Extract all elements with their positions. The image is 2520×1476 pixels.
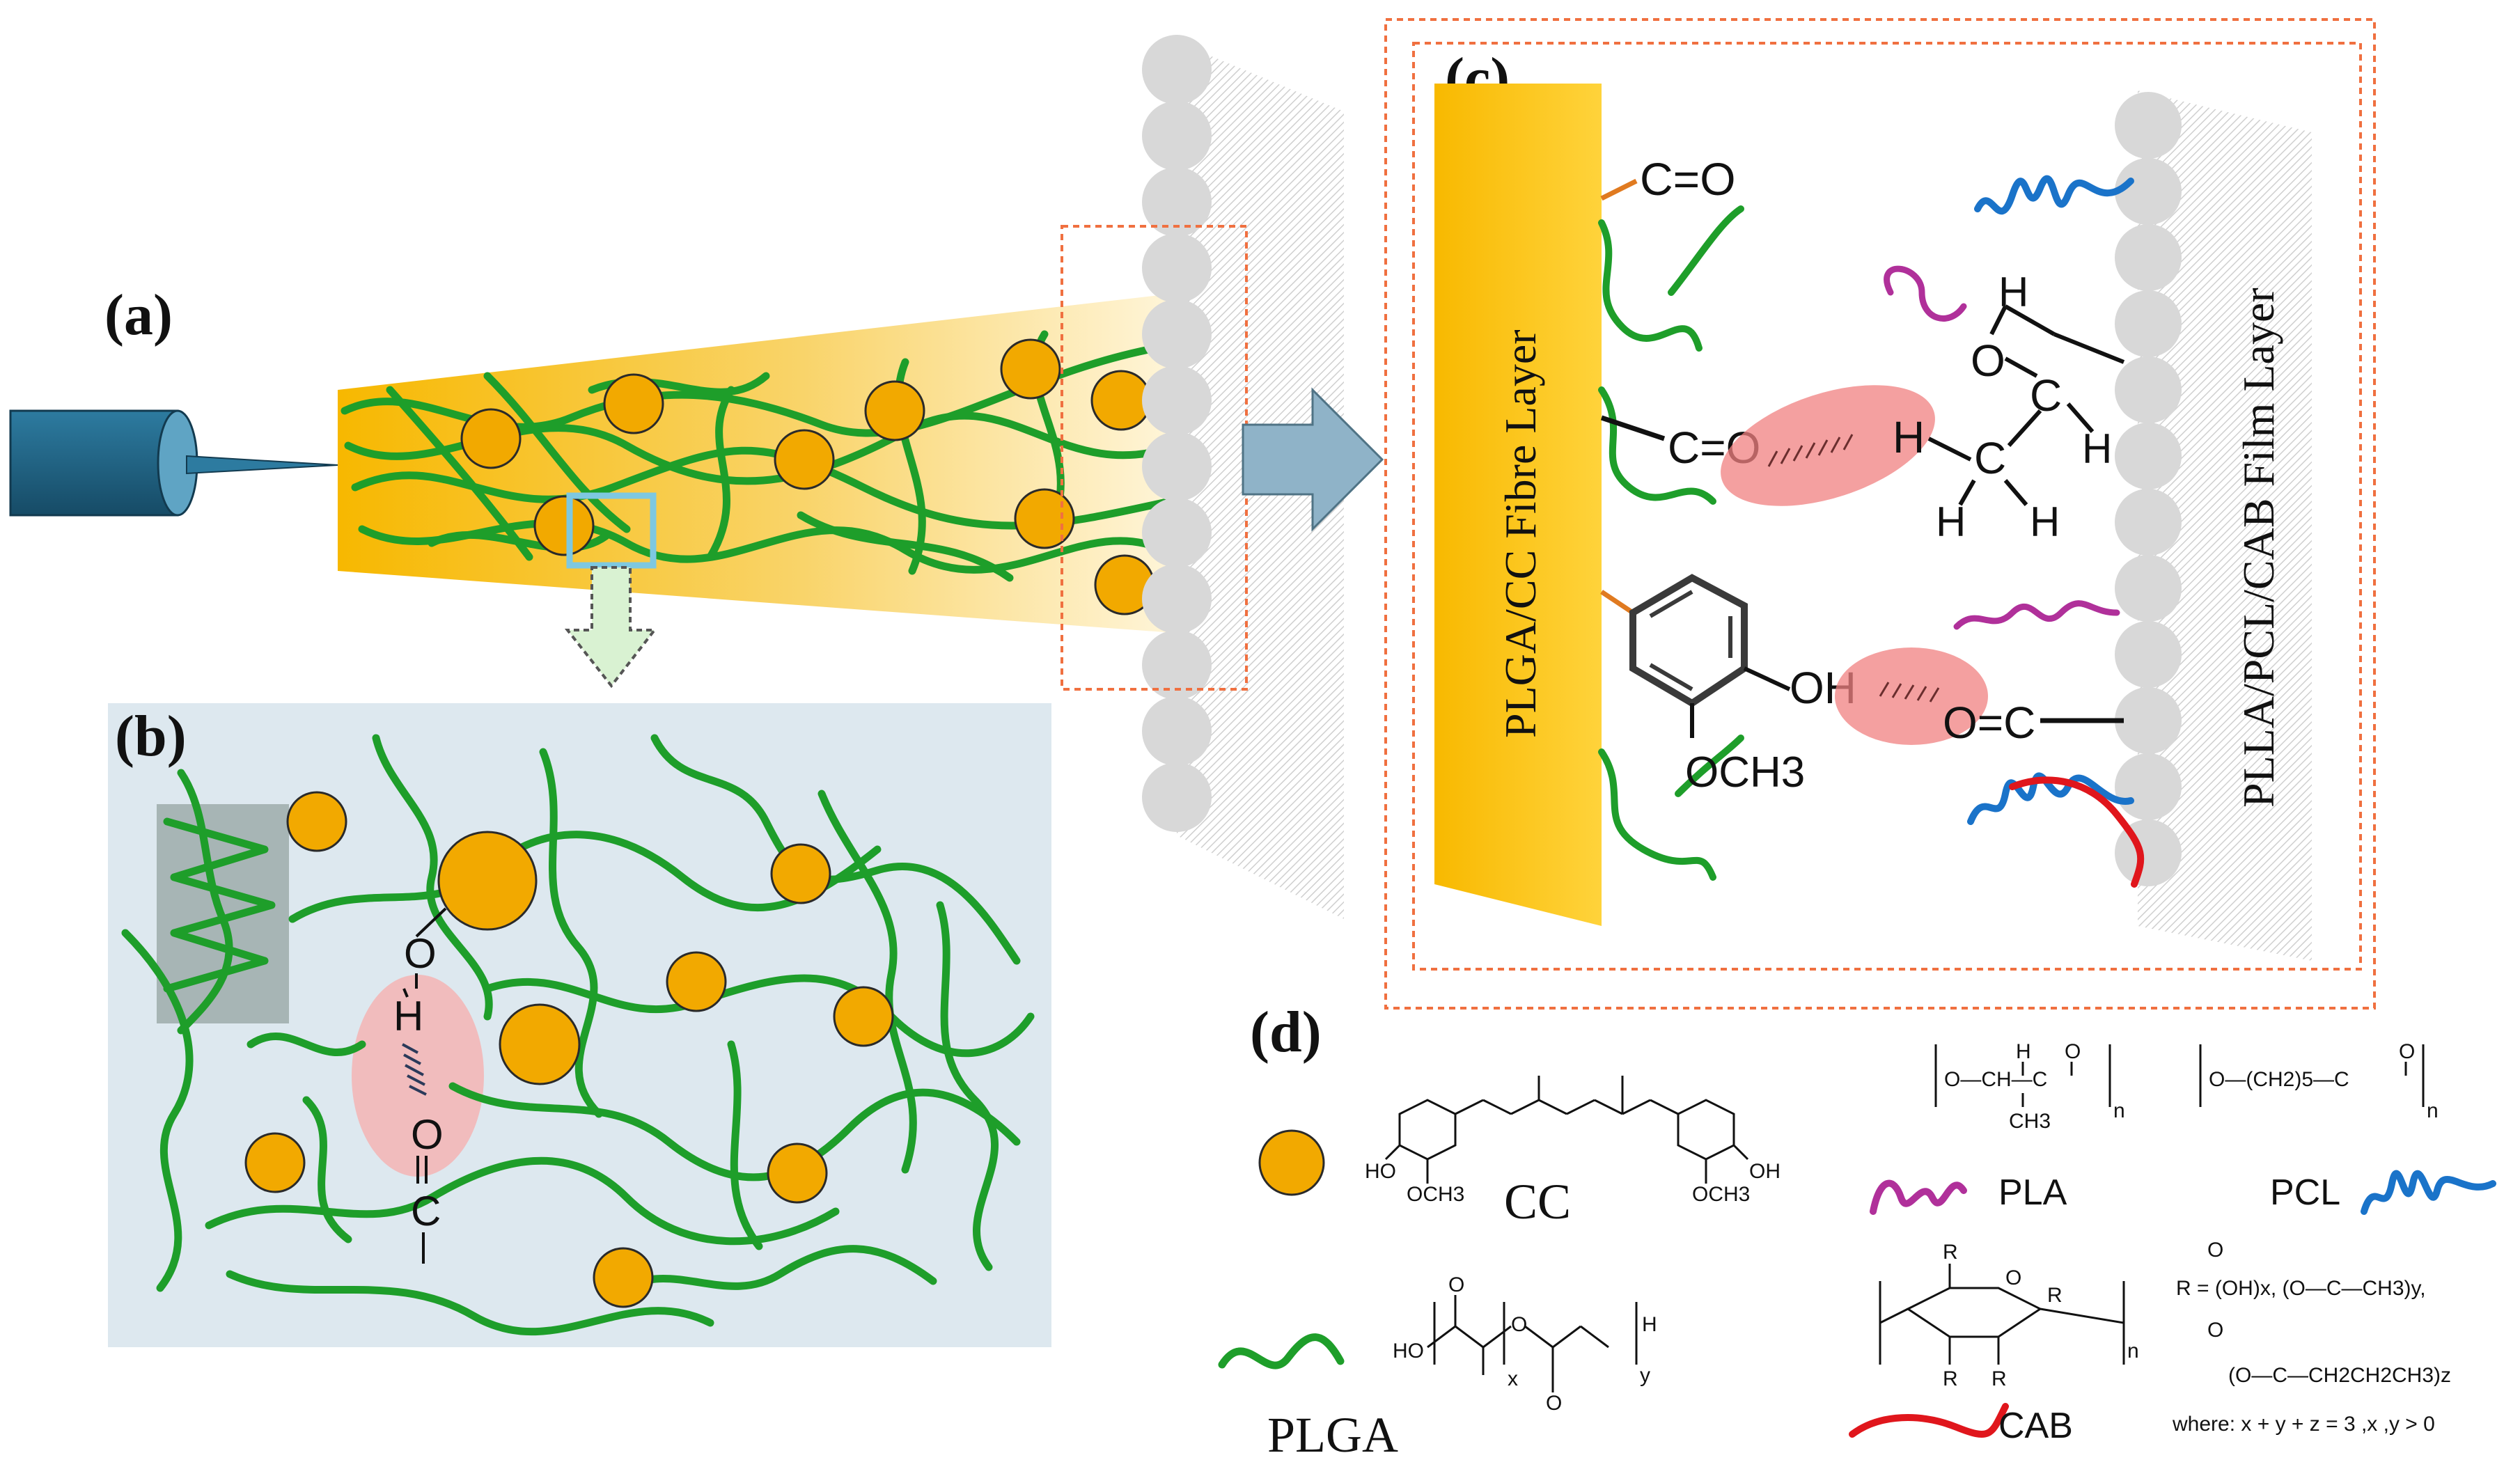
legend-plga-chain	[1218, 1333, 1345, 1369]
cab-r2: R	[1943, 1367, 1958, 1390]
cab-r-def2: (O—C—CH2CH2CH3)z	[2228, 1364, 2451, 1387]
cc-och3-right: OCH3	[1692, 1183, 1750, 1206]
alpha-h: H	[2082, 425, 2112, 472]
legend-plga-label: PLGA	[1267, 1407, 1398, 1463]
phenol-ring: OH OCH3	[1600, 574, 1856, 796]
plga-h: H	[1642, 1313, 1657, 1336]
h-bond-h-top: H	[1893, 412, 1925, 462]
h-bond-highlight-b	[352, 975, 484, 1177]
carbonyl-bottom-text: O=C	[1943, 698, 2035, 748]
plga-o3: O	[1546, 1392, 1562, 1415]
pcl-formula: O—(CH2)5—C	[2209, 1068, 2349, 1091]
plga-o2: O	[1511, 1313, 1527, 1336]
methyl-h-bl: H	[1936, 498, 1966, 545]
pcl-chain-c-top	[1974, 175, 2134, 215]
methyl-c: C	[1974, 433, 2006, 483]
panel-label-d: (d)	[1250, 1000, 1322, 1065]
pcl-structure	[2199, 1044, 2425, 1107]
pla-chain-c-mid	[1953, 600, 2120, 630]
h-bond-highlight-bottom	[1835, 647, 1988, 745]
plga-structure	[1427, 1295, 1638, 1392]
b-label-o2: O	[411, 1111, 444, 1158]
carbonyl-top-text: C=O	[1640, 153, 1736, 205]
pcl-n: n	[2427, 1099, 2439, 1122]
arrow-to-panel-c	[1242, 387, 1384, 532]
film-layer-label: PLLA/PCL/CAB Film Layer	[2234, 288, 2283, 808]
cab-r4: R	[2047, 1284, 2063, 1307]
panel-b: (b)	[108, 703, 1051, 1347]
cab-structure	[1879, 1264, 2125, 1365]
legend-pla-label: PLA	[1998, 1172, 2067, 1213]
h-bond-highlight-top	[1721, 385, 1935, 506]
alpha-c: C	[2030, 370, 2062, 421]
methyl-h-br: H	[2030, 498, 2060, 545]
pla-n: n	[2113, 1099, 2125, 1122]
panel-c-outer-frame	[1384, 18, 2376, 1010]
h-bond-dashes-bottom	[1879, 682, 1940, 702]
cc-och3-left: OCH3	[1407, 1183, 1464, 1206]
legend-cc-label: CC	[1504, 1174, 1571, 1230]
pla-o: O	[2065, 1040, 2081, 1063]
legend-cab-label: CAB	[1998, 1406, 2073, 1446]
pla-ch3: CH3	[2009, 1110, 2051, 1133]
b-label-o: O	[404, 930, 437, 977]
methyl-group: C H H C H O H	[1927, 269, 2125, 545]
plga-y: y	[1640, 1364, 1650, 1387]
zoom-arrow-down	[564, 566, 658, 689]
panel-label-b: (b)	[115, 704, 187, 769]
pla-formula: O—CH—C	[1944, 1068, 2047, 1091]
cab-r-def1: R = (OH)x, (O—C—CH3)y,	[2176, 1277, 2426, 1300]
zoom-box	[566, 492, 657, 569]
panel-b-background	[108, 703, 1051, 1347]
plga-ho: HO	[1393, 1340, 1424, 1363]
panel-d: (d) HO OH OCH3 OCH3 CC	[1218, 1000, 2496, 1463]
panel-a: (a)	[9, 35, 1384, 919]
h-bond-dashes-top	[1767, 434, 1854, 467]
plga-o1: O	[1448, 1273, 1464, 1296]
cab-r1: R	[1943, 1241, 1958, 1264]
legend-cab-chain	[1849, 1403, 2009, 1438]
panel-label-a: (a)	[104, 283, 173, 347]
ester-c-top: H	[1998, 269, 2028, 315]
legend-pcl-label: PCL	[2270, 1172, 2340, 1213]
legend-cc-particle	[1258, 1129, 1325, 1196]
cc-structure	[1384, 1076, 1749, 1184]
plga-x: x	[1508, 1367, 1518, 1390]
pcl-chain-c-bottom	[1967, 772, 2134, 825]
cab-r3: R	[1991, 1367, 2007, 1390]
cc-oh: OH	[1749, 1160, 1781, 1183]
panel-c-inner-frame	[1412, 42, 2362, 971]
ester-o: O	[1971, 336, 2005, 386]
cab-n: n	[2127, 1340, 2139, 1363]
cc-particles-jet	[460, 338, 1155, 615]
cab-chain-c	[2009, 776, 2145, 888]
cab-o: O	[2005, 1266, 2021, 1289]
carbonyl-top: C=O	[1600, 153, 1736, 205]
b-label-c: C	[411, 1188, 441, 1234]
cab-o-top2: O	[2207, 1319, 2223, 1342]
legend-pla-chain	[1870, 1179, 1967, 1215]
pla-structure	[1934, 1044, 2111, 1107]
methoxy: OCH3	[1685, 748, 1805, 796]
carbonyl-mid: C=O	[1600, 415, 1760, 473]
fibre-layer-label: PLGA/CC Fibre Layer	[1496, 329, 1545, 738]
legend-pcl-chain	[2361, 1170, 2496, 1215]
cab-o-top1: O	[2207, 1239, 2223, 1262]
plla-pcl-cab-film-layer: PLLA/PCL/CAB Film Layer	[2115, 91, 2312, 961]
cab-r-def3: where: x + y + z = 3 ,x ,y > 0	[2172, 1413, 2435, 1436]
cc-ho: HO	[1365, 1160, 1396, 1183]
pcl-o: O	[2399, 1040, 2415, 1063]
cc-particles-b	[244, 791, 894, 1308]
b-label-h: H	[393, 993, 423, 1039]
panel-b-fibres	[121, 734, 1035, 1336]
spinneret-nozzle	[9, 409, 338, 517]
h-bond-b: O H O C	[393, 907, 447, 1264]
pla-h: H	[2016, 1040, 2031, 1063]
plga-cc-fibre-layer	[1434, 84, 1602, 926]
pla-chain-c-top	[1884, 265, 1967, 322]
panel-c: (c) PLGA/CC Fibre Layer PLLA/PCL/CAB Fi	[1384, 18, 2376, 1010]
